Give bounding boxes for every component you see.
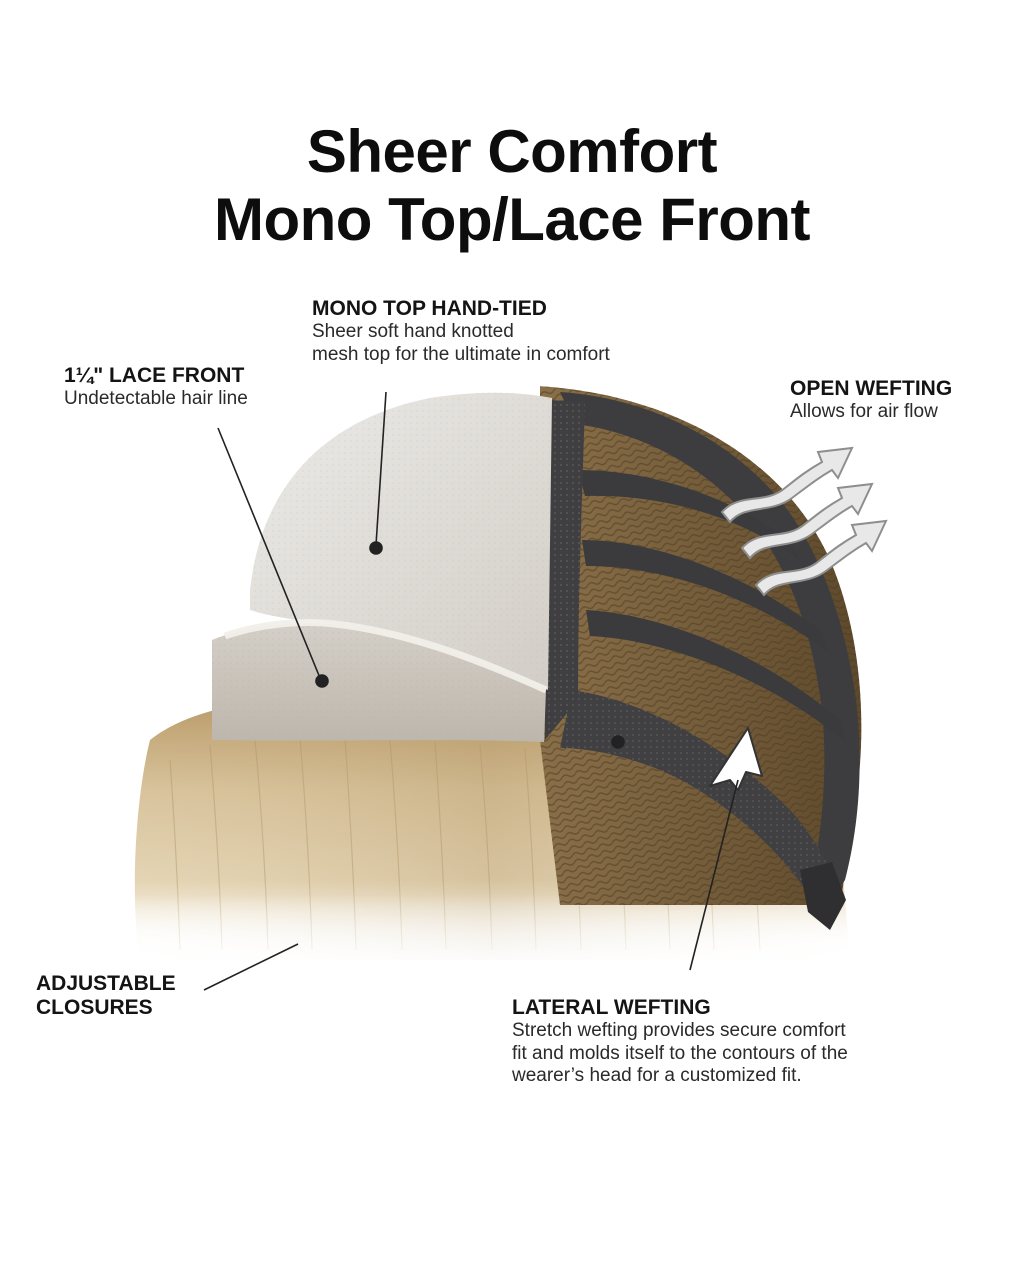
wavy-arrow-icon xyxy=(754,519,888,597)
callout-lateral-wefting: LATERAL WEFTING Stretch wefting provides… xyxy=(512,996,848,1088)
callout-heading: 1¼" LACE FRONT xyxy=(64,364,245,387)
weft-straps xyxy=(578,470,846,742)
callout-text: Allows for air flow xyxy=(790,401,938,422)
callout-text: Sheer soft hand knotted xyxy=(312,321,514,342)
closure-tab xyxy=(800,862,846,930)
page-title: Sheer Comfort Mono Top/Lace Front xyxy=(0,118,1024,254)
title-line-1: Sheer Comfort xyxy=(306,118,718,185)
callout-mono-top: MONO TOP HAND-TIED Sheer soft hand knott… xyxy=(312,297,610,366)
callout-lace-front: 1¼" LACE FRONT Undetectable hair line xyxy=(64,364,248,411)
callout-text: wearer’s head for a customized fit. xyxy=(512,1065,802,1086)
airflow-arrows xyxy=(720,446,888,597)
callout-text: mesh top for the ultimate in comfort xyxy=(312,343,610,365)
perimeter-band xyxy=(560,392,860,905)
leader-lines xyxy=(203,391,739,991)
callout-heading: CLOSURES xyxy=(36,996,153,1019)
callout-heading: LATERAL WEFTING xyxy=(512,996,711,1019)
callout-text: Stretch wefting provides secure comfort xyxy=(512,1020,846,1041)
callout-text: fit and molds itself to the contours of … xyxy=(512,1042,848,1064)
callout-heading: MONO TOP HAND-TIED xyxy=(312,297,547,320)
callout-heading: ADJUSTABLE xyxy=(36,972,176,995)
wavy-arrow-icon xyxy=(720,446,854,524)
callout-adjustable-closures: ADJUSTABLE CLOSURES xyxy=(36,972,176,1020)
wavy-arrow-icon xyxy=(740,482,874,560)
callout-open-wefting: OPEN WEFTING Allows for air flow xyxy=(790,377,952,424)
title-line-2: Mono Top/Lace Front xyxy=(214,186,810,253)
outline-arrow-icon xyxy=(709,727,763,791)
callout-text: Undetectable hair line xyxy=(64,388,248,409)
callout-heading: OPEN WEFTING xyxy=(790,377,953,400)
